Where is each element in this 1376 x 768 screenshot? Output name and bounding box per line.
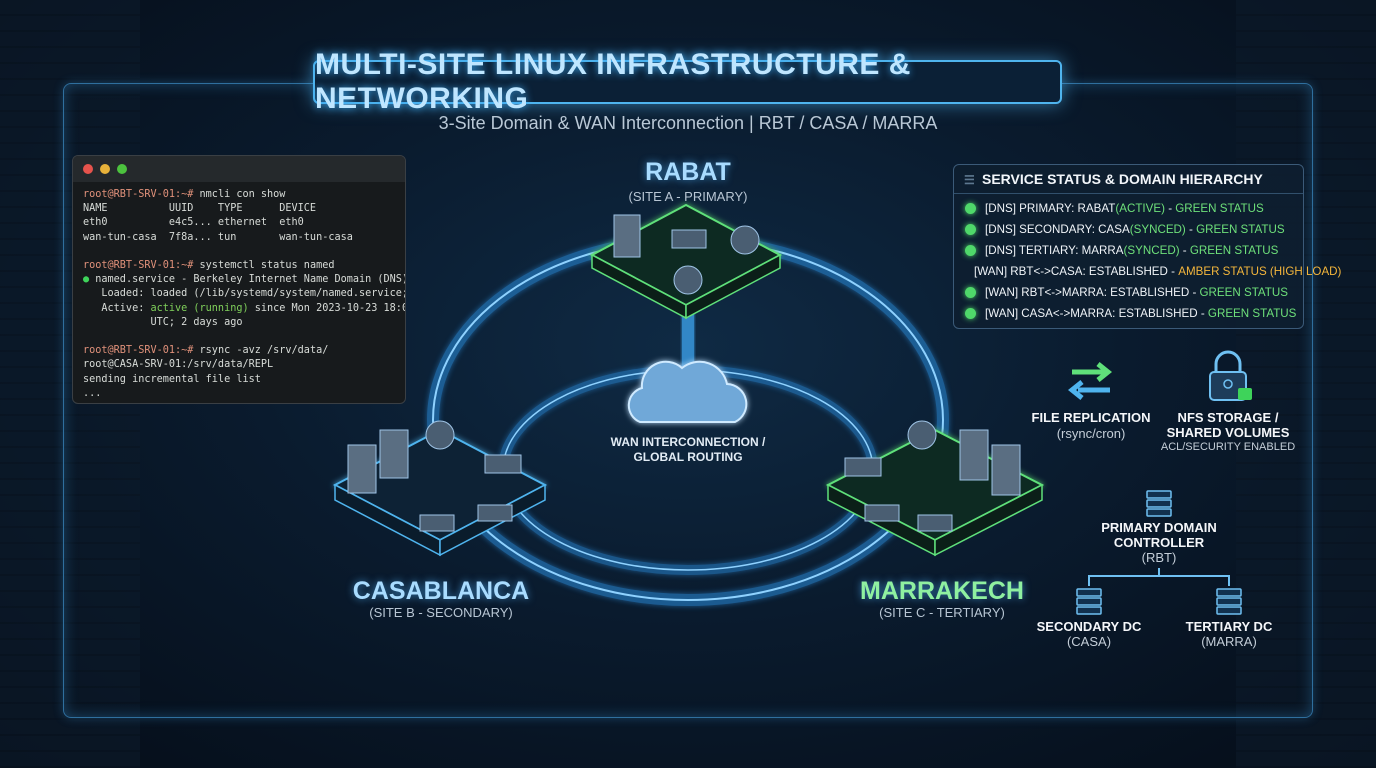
status-label: [WAN] CASA<->MARRA: ESTABLISHED — [985, 307, 1198, 320]
tertiary-dc-line2: (MARRA) — [1201, 634, 1257, 649]
site-role-casablanca: (SITE B - SECONDARY) — [369, 605, 513, 620]
active-state: active (running) — [150, 302, 249, 314]
service-status-panel: ☰ SERVICE STATUS & DOMAIN HIERARCHY [DNS]… — [953, 164, 1341, 329]
command: rsync -avz /srv/data/ — [193, 345, 329, 357]
site-name-casablanca: CASABLANCA — [352, 577, 530, 605]
status-label: [DNS] TERTIARY: MARRA — [985, 244, 1124, 257]
rabat-platform — [589, 203, 783, 320]
primary-dc-line2: CONTROLLER — [1113, 535, 1205, 550]
output-line: root@CASA-SRV-01:/srv/data/REPL — [83, 359, 274, 371]
status-separator: - — [1197, 307, 1208, 320]
file-replication-sub: (rsync/cron) — [1056, 426, 1126, 441]
status-separator: - — [1167, 265, 1179, 278]
sync-arrows-icon — [1067, 362, 1113, 400]
server-rack-right — [1236, 0, 1376, 768]
command: systemctl status named — [193, 260, 335, 272]
output-line: eth0 e4c5... ethernet eth0 — [83, 217, 304, 229]
status-led-icon — [965, 287, 976, 298]
status-dot-icon: ● — [83, 274, 90, 286]
terminal-output: root@RBT-SRV-01:~# nmcli con show NAME U… — [73, 182, 406, 403]
site-name-marrakech: MARRAKECH — [860, 577, 1024, 605]
minimize-dot-icon[interactable] — [100, 164, 110, 174]
status-row: [DNS] SECONDARY: CASA (SYNCED) - GREEN S… — [954, 219, 1303, 240]
primary-dc-server-icon — [1146, 490, 1172, 517]
status-row: [WAN] RBT<->MARRA: ESTABLISHED - GREEN S… — [954, 282, 1303, 303]
output-line: sending incremental file list — [83, 373, 261, 385]
primary-dc-line3: (RBT) — [1141, 550, 1177, 565]
status-panel-header: ☰ SERVICE STATUS & DOMAIN HIERARCHY — [954, 165, 1303, 194]
status-panel-title: SERVICE STATUS & DOMAIN HIERARCHY — [982, 171, 1263, 187]
site-role-rabat: (SITE A - PRIMARY) — [628, 189, 748, 204]
file-replication-title: FILE REPLICATION — [1031, 410, 1151, 425]
status-label: [DNS] PRIMARY: RABAT — [985, 202, 1116, 215]
output-line: Active: — [83, 302, 151, 314]
status-value: GREEN STATUS — [1196, 223, 1285, 236]
status-row: [WAN] RBT<->CASA: ESTABLISHED - AMBER ST… — [954, 261, 1341, 282]
secondary-dc-server-icon — [1076, 588, 1102, 615]
status-separator: - — [1189, 286, 1200, 299]
status-led-icon — [965, 224, 976, 235]
site-role-marrakech: (SITE C - TERTIARY) — [879, 605, 1005, 620]
status-value: GREEN STATUS — [1189, 244, 1279, 257]
cloud-icon — [627, 360, 748, 423]
tertiary-dc-line1: TERTIARY DC — [1185, 619, 1273, 634]
wan-label-line2: GLOBAL ROUTING — [633, 450, 743, 464]
tertiary-dc-server-icon — [1216, 588, 1242, 615]
output-line: UTC; 2 days ago — [83, 316, 243, 328]
menu-icon[interactable]: ☰ — [964, 173, 975, 187]
status-separator: - — [1164, 202, 1176, 215]
prompt: root@RBT-SRV-01:~# — [83, 260, 194, 272]
lock-icon — [1209, 350, 1252, 401]
status-state: (SYNCED) — [1123, 244, 1180, 257]
output-line: Loaded: loaded (/lib/systemd/system/name… — [83, 288, 406, 300]
secondary-dc-line1: SECONDARY DC — [1036, 619, 1142, 634]
status-value: AMBER STATUS (HIGH LOAD) — [1178, 265, 1342, 278]
primary-dc-line1: PRIMARY DOMAIN — [1101, 520, 1217, 535]
status-value: GREEN STATUS — [1199, 286, 1288, 299]
status-led-icon — [965, 308, 976, 319]
output-line: ... — [83, 387, 102, 399]
status-label: [WAN] RBT<->CASA: ESTABLISHED — [974, 265, 1168, 278]
status-value: GREEN STATUS — [1207, 307, 1297, 320]
status-label: [WAN] RBT<->MARRA: ESTABLISHED — [985, 286, 1190, 299]
status-row: [DNS] TERTIARY: MARRA (SYNCED) - GREEN S… — [954, 240, 1303, 261]
prompt: root@RBT-SRV-01:~# — [83, 189, 194, 200]
status-led-icon — [965, 245, 976, 256]
status-label: [DNS] SECONDARY: CASA — [985, 223, 1130, 236]
terminal-window: root@RBT-SRV-01:~# nmcli con show NAME U… — [72, 155, 406, 404]
status-row: [DNS] PRIMARY: RABAT (ACTIVE) - GREEN ST… — [954, 198, 1303, 219]
page-subtitle: 3-Site Domain & WAN Interconnection | RB… — [438, 113, 938, 133]
prompt: root@RBT-SRV-01:~# — [83, 345, 194, 357]
casablanca-platform — [332, 420, 548, 557]
wan-label-line1: WAN INTERCONNECTION / — [610, 435, 766, 449]
nfs-title-line1: NFS STORAGE / — [1177, 410, 1279, 425]
status-separator: - — [1179, 244, 1190, 257]
status-value: GREEN STATUS — [1175, 202, 1264, 215]
hierarchy-connector — [1088, 568, 1230, 586]
nfs-title-line2: SHARED VOLUMES — [1166, 425, 1290, 440]
maximize-dot-icon[interactable] — [117, 164, 127, 174]
command: nmcli con show — [193, 189, 286, 200]
status-separator: - — [1185, 223, 1197, 236]
status-state: (ACTIVE) — [1115, 202, 1165, 215]
marrakech-platform — [825, 420, 1045, 557]
status-row: [WAN] CASA<->MARRA: ESTABLISHED - GREEN … — [954, 303, 1303, 324]
status-state: (SYNCED) — [1129, 223, 1186, 236]
output-line: since Mon 2023-10-23 18:00 — [248, 302, 406, 314]
output-line: wan-tun-casa 7f8a... tun wan-tun-casa — [83, 231, 353, 243]
output-line: named.service - Berkeley Internet Name D… — [89, 274, 406, 286]
status-led-icon — [965, 203, 976, 214]
site-name-rabat: RABAT — [645, 158, 731, 186]
output-line: NAME UUID TYPE DEVICE — [83, 203, 317, 215]
nfs-sub: ACL/SECURITY ENABLED — [1160, 441, 1296, 453]
close-dot-icon[interactable] — [83, 164, 93, 174]
terminal-titlebar — [73, 156, 405, 182]
page-title: MULTI-SITE LINUX INFRASTRUCTURE & NETWOR… — [313, 48, 1062, 115]
secondary-dc-line2: (CASA) — [1066, 634, 1112, 649]
